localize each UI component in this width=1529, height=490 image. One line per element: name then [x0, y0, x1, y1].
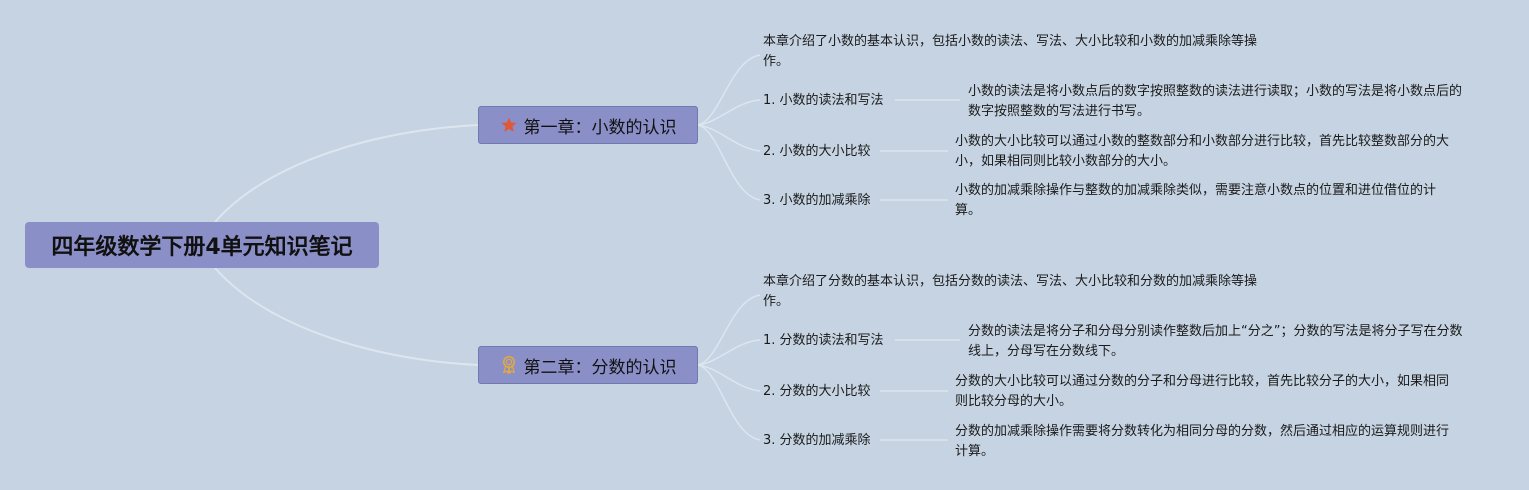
- topic-node[interactable]: 1. 分数的读法和写法: [763, 333, 884, 348]
- topic-node[interactable]: 3. 小数的加减乘除: [763, 193, 871, 208]
- chapter-title: 第一章：小数的认识: [523, 117, 677, 138]
- award-medal-icon: [500, 355, 518, 375]
- topic-detail[interactable]: 分数的大小比较可以通过分数的分子和分母进行比较，首先比较分子的大小，如果相同则比…: [955, 374, 1450, 409]
- topic-detail[interactable]: 小数的读法是将小数点后的数字按照整数的读法进行读取；小数的写法是将小数点后的数字…: [968, 84, 1463, 119]
- topic-detail[interactable]: 分数的读法是将分子和分母分别读作整数后加上“分之”；分数的写法是将分子写在分数线…: [968, 324, 1463, 359]
- topic-node[interactable]: 1. 小数的读法和写法: [763, 93, 884, 108]
- root-node[interactable]: 四年级数学下册4单元知识笔记: [25, 222, 379, 268]
- topic-node[interactable]: 2. 分数的大小比较: [763, 384, 871, 399]
- chapter-node-1[interactable]: 第一章：小数的认识: [478, 106, 698, 144]
- chapter-node-2[interactable]: 第二章：分数的认识: [478, 346, 698, 384]
- topic-detail[interactable]: 小数的大小比较可以通过小数的整数部分和小数部分进行比较，首先比较整数部分的大小，…: [955, 134, 1450, 169]
- chapter-summary[interactable]: 本章介绍了小数的基本认识，包括小数的读法、写法、大小比较和小数的加减乘除等操作。: [763, 34, 1258, 69]
- topic-detail[interactable]: 分数的加减乘除操作需要将分数转化为相同分母的分数，然后通过相应的运算规则进行计算…: [955, 424, 1450, 459]
- topic-node[interactable]: 3. 分数的加减乘除: [763, 433, 871, 448]
- star-icon: [500, 116, 518, 134]
- topic-node[interactable]: 2. 小数的大小比较: [763, 144, 871, 159]
- chapter-title: 第二章：分数的认识: [523, 357, 677, 378]
- root-title: 四年级数学下册4单元知识笔记: [51, 235, 353, 260]
- topic-detail[interactable]: 小数的加减乘除操作与整数的加减乘除类似，需要注意小数点的位置和进位借位的计算。: [955, 183, 1437, 218]
- chapter-summary[interactable]: 本章介绍了分数的基本认识，包括分数的读法、写法、大小比较和分数的加减乘除等操作。: [763, 274, 1258, 309]
